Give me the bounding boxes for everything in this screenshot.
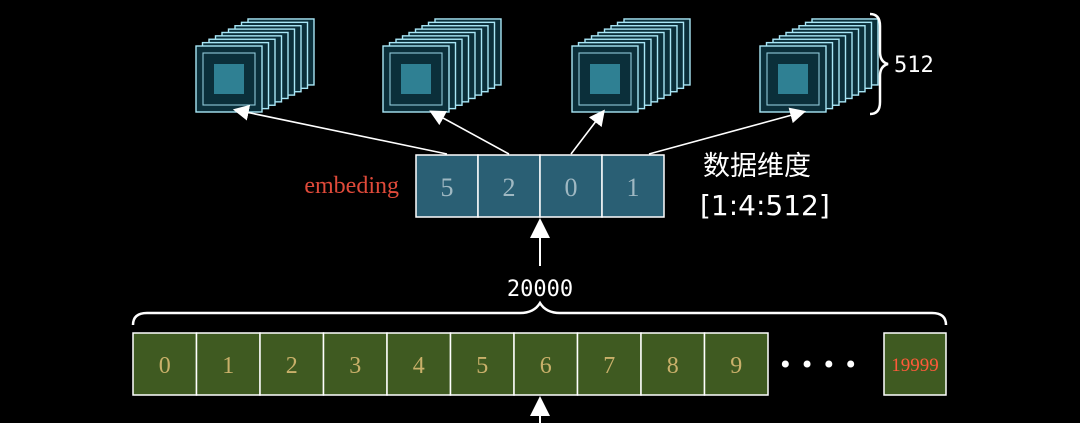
embedding-cell: [477, 154, 541, 218]
cube-core: [778, 64, 808, 94]
embedding-arrows: [232, 104, 807, 155]
vocab-cell: [195, 332, 261, 396]
vocab-row: 0 1 2 3 4 5 6 7 8 9: [132, 332, 769, 396]
cube-layer-inner: [578, 52, 632, 106]
vocab-size-label: 20000: [507, 277, 573, 302]
feature-cube-2: [382, 18, 502, 113]
vocab-cell-text: 0: [159, 353, 171, 379]
vocab-cell: [132, 332, 198, 396]
vocab-cell-text: 2: [286, 353, 298, 379]
feature-cube-1: [195, 18, 315, 113]
vocab-ellipsis: • • • •: [778, 351, 858, 379]
vocab-cell: [259, 332, 325, 396]
embedding-label: embeding: [304, 173, 399, 199]
dimension-title: 数据维度: [703, 151, 811, 182]
embedding-cell: [601, 154, 665, 218]
vocab-cell-text: 9: [730, 353, 742, 379]
vocab-cell-text: 7: [603, 353, 615, 379]
vocab-cell: [640, 332, 706, 396]
arrow-to-cube-3: [570, 109, 605, 155]
vocab-cell-last-text: 19999: [891, 355, 939, 376]
vocab-brace: [131, 300, 948, 326]
vocab-cell-text: 4: [413, 353, 425, 379]
embedding-cell-text: 2: [503, 173, 516, 202]
arrow-to-cube-1: [232, 104, 448, 155]
feature-cubes: [195, 18, 879, 113]
embedding-cell: [539, 154, 603, 218]
arrow-to-cube-4: [648, 107, 807, 155]
cube-layer-inner: [389, 52, 443, 106]
depth-label: 512: [894, 53, 934, 78]
embedding-cell: [415, 154, 479, 218]
vocab-cell: [513, 332, 579, 396]
vocab-cell-text: 1: [222, 353, 234, 379]
cube-core: [401, 64, 431, 94]
dimension-shape: [1:4:512]: [700, 189, 830, 222]
feature-cube-3: [571, 18, 691, 113]
vocab-cell-text: 8: [667, 353, 679, 379]
embedding-cell-text: 0: [565, 173, 578, 202]
embedding-vector: 5 2 0 1: [415, 154, 665, 218]
feature-cube-4: [759, 18, 879, 113]
vocab-cell-last: [883, 332, 947, 396]
cube-layer-inner: [766, 52, 820, 106]
vocab-cell: [576, 332, 642, 396]
vocab-cell-text: 5: [476, 353, 488, 379]
vocab-cell-text: 3: [349, 353, 361, 379]
cube-core: [214, 64, 244, 94]
depth-brace: [869, 12, 889, 116]
embedding-cell-text: 5: [441, 173, 454, 202]
embedding-cell-text: 1: [627, 173, 640, 202]
vocab-cell: [449, 332, 515, 396]
vocab-cell: [322, 332, 388, 396]
vocab-cell: [703, 332, 769, 396]
vocab-cell: [386, 332, 452, 396]
cube-core: [590, 64, 620, 94]
cube-layer-inner: [202, 52, 256, 106]
vocab-cell-text: 6: [540, 353, 552, 379]
arrow-to-cube-2: [429, 110, 510, 155]
